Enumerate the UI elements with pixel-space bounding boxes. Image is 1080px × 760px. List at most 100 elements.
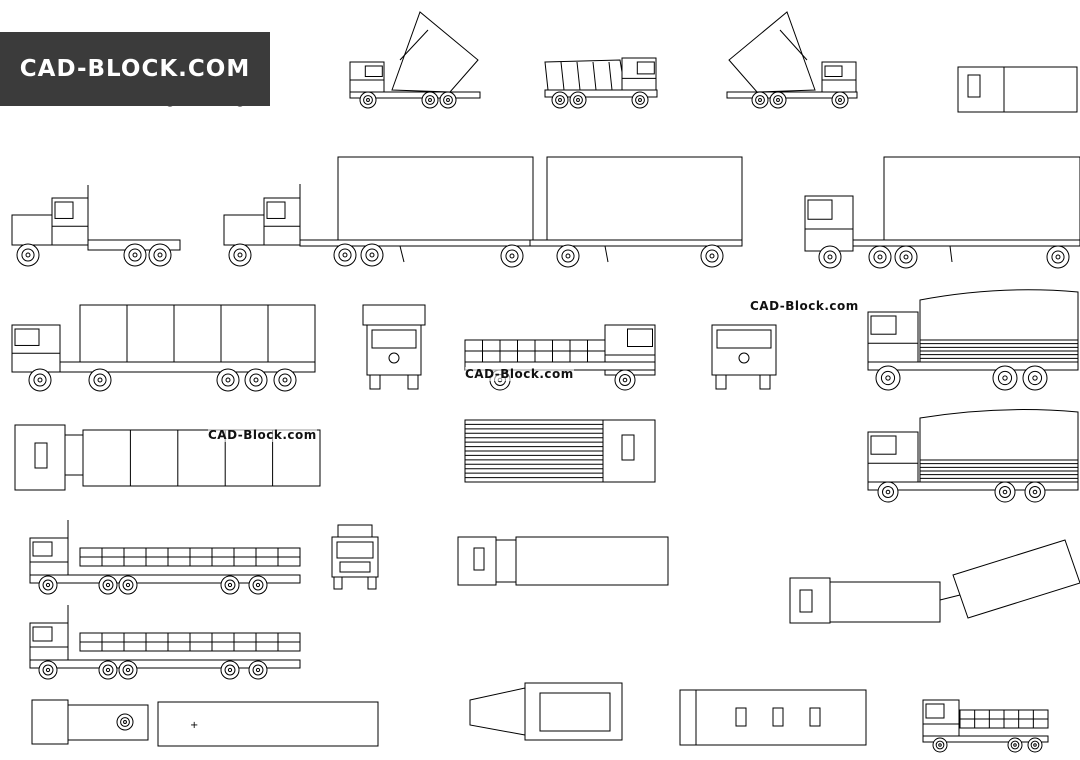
second-trailer: [529, 156, 743, 268]
windshield: [336, 541, 374, 559]
cargo-top: [515, 536, 669, 586]
wheel-center: [237, 252, 243, 258]
tire: [715, 374, 727, 390]
watermark: CAD-Block.com: [465, 367, 574, 381]
wheel-center: [838, 98, 842, 102]
exhaust-top: [337, 524, 373, 538]
line: [399, 245, 405, 263]
line: [576, 61, 581, 91]
cargo-box: [79, 304, 316, 363]
wheel-center: [903, 254, 909, 260]
trailer-top: [952, 539, 1080, 619]
trailer-box: [546, 156, 743, 242]
watermark: CAD-Block.com: [750, 299, 859, 313]
chassis: [852, 239, 1080, 247]
wheel-center: [255, 667, 261, 673]
box-top: [362, 304, 426, 326]
watermark: CAD-Block.com: [208, 428, 317, 442]
cab-window: [636, 61, 655, 75]
cargo-top: [1003, 66, 1078, 113]
cab-window: [925, 703, 945, 719]
line: [949, 245, 953, 263]
wheel-center: [1032, 489, 1038, 495]
cab-window: [266, 201, 286, 219]
wheel-center: [638, 98, 642, 102]
wheel-center: [1032, 375, 1038, 381]
line: [779, 29, 808, 61]
logo-text: CAD-BLOCK.COM: [19, 56, 251, 82]
tarp-truck-2: [867, 409, 1079, 503]
tarp: [919, 409, 1079, 476]
truck-top-view-2: [464, 419, 656, 483]
line: [939, 594, 961, 601]
wheel-center: [105, 582, 111, 588]
chassis: [59, 361, 316, 373]
chassis: [922, 735, 1049, 743]
wheel-center: [369, 252, 375, 258]
wheel-center: [1002, 375, 1008, 381]
cargo-top: [829, 581, 941, 623]
wheel-center: [227, 582, 233, 588]
drum-top: [469, 687, 526, 736]
chassis: [867, 361, 1079, 371]
chassis: [529, 239, 743, 247]
truck-front-view: [362, 304, 426, 390]
tractor-and-trailer-top: +: [31, 699, 379, 747]
cab-window: [807, 199, 833, 220]
cab-top: [957, 66, 1005, 113]
tipped-bed: [391, 11, 479, 93]
wheel-center: [877, 254, 883, 260]
tarp-military-truck: [867, 289, 1079, 391]
wheel-center: [428, 98, 432, 102]
wheel-center: [622, 377, 628, 383]
tire: [367, 576, 377, 590]
hood: [223, 214, 265, 246]
wheel-center: [132, 252, 138, 258]
dump-truck-tipped-left: [726, 11, 858, 109]
bus-top-view: [679, 689, 867, 746]
chassis: [867, 481, 1079, 491]
wheel-center: [366, 98, 370, 102]
wheel-center: [123, 720, 127, 724]
chassis-top: [67, 704, 149, 741]
cab-window: [14, 328, 40, 346]
wheel-center: [1002, 489, 1008, 495]
wheel-center: [509, 253, 515, 259]
wheel-center: [157, 252, 163, 258]
tire: [407, 374, 419, 390]
cad-block-logo: CAD-BLOCK.COM: [0, 32, 270, 106]
cab-window: [32, 626, 53, 642]
wheel-center: [938, 743, 942, 747]
wheel-center: [342, 252, 348, 258]
hatch: [34, 442, 48, 469]
wheel-center: [565, 253, 571, 259]
wheel-center: [758, 98, 762, 102]
truck-with-angled-trailer: [789, 539, 1080, 624]
outline: [726, 91, 858, 99]
hatch: [809, 707, 821, 727]
flatbed-truck-side: [464, 324, 656, 391]
wheel-center: [255, 582, 261, 588]
coupling: [495, 539, 517, 583]
cab-window: [824, 65, 843, 77]
wheel-center: [709, 253, 715, 259]
chassis: [29, 659, 301, 669]
tractor-with-trailer: [223, 156, 534, 268]
dump-truck-side: [544, 57, 658, 109]
wheel-center: [25, 252, 31, 258]
cab-window: [364, 65, 383, 77]
cabover-with-trailer: [804, 156, 1080, 269]
wheel-center: [576, 98, 580, 102]
hatch: [799, 589, 813, 613]
truck-top-view-3: [457, 536, 669, 586]
wheel-center: [1013, 743, 1017, 747]
wheel-center: [45, 582, 51, 588]
hatch: [735, 707, 747, 727]
line: [592, 61, 597, 91]
emblem: [388, 352, 400, 364]
plus-mark: +: [190, 720, 198, 731]
dump-bed: [544, 59, 626, 91]
wheel-center: [446, 98, 450, 102]
wheel-center: [776, 98, 780, 102]
